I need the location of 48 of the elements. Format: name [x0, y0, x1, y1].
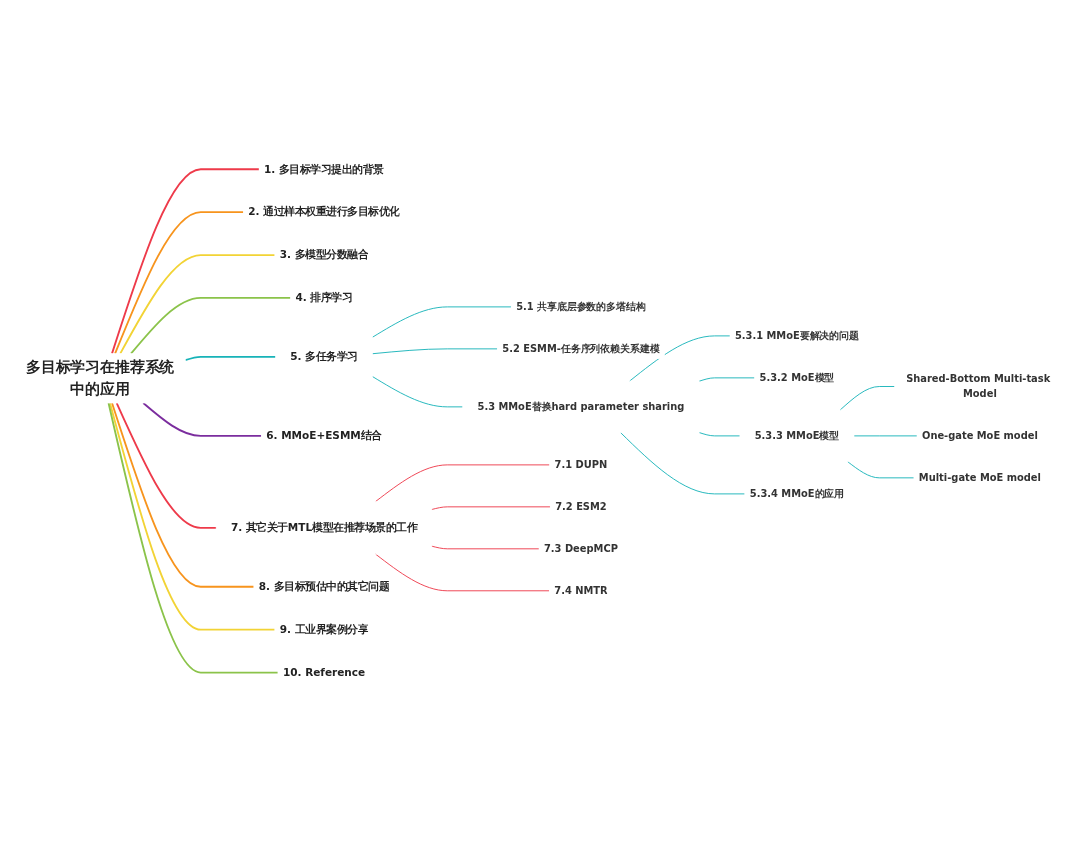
node-text: 7.2 ESM2	[555, 500, 607, 513]
connector	[375, 464, 551, 502]
node-text: 6. MMoE+ESMM结合	[266, 429, 382, 442]
connector	[109, 402, 276, 631]
node-text: 1. 多目标学习提出的背景	[264, 162, 384, 176]
connector	[184, 356, 277, 362]
node-text: Multi-gate MoE model	[918, 471, 1041, 484]
connector	[111, 402, 255, 588]
node-text: Shared-Bottom Multi-task Model	[906, 373, 1051, 400]
connector	[620, 432, 746, 495]
connector	[372, 348, 498, 355]
node-text: 2. 通过样本权重进行多目标优化	[248, 205, 400, 218]
node-text: 5.2 ESMM-任务序列依赖关系建模	[502, 342, 660, 355]
connector	[847, 461, 915, 479]
node-text: 4. 排序学习	[295, 291, 353, 304]
connector	[698, 377, 756, 382]
node-text: 7.3 DeepMCP	[543, 542, 618, 555]
connector	[111, 168, 261, 355]
connector	[130, 297, 292, 355]
node-text: 5.3.4 MMoE的应用	[749, 487, 845, 500]
node-text: 5. 多任务学习	[290, 350, 358, 363]
node-text: 5.3.1 MMoE要解决的问题	[734, 329, 859, 342]
connector	[375, 553, 550, 592]
node-text: 10. Reference	[282, 666, 366, 679]
connector	[431, 506, 551, 511]
node-text: 9. 工业界案例分享	[279, 623, 369, 636]
connector	[698, 432, 741, 437]
connector	[431, 545, 540, 550]
node-text: 5.3 MMoE替换hard parameter sharing	[477, 400, 685, 413]
connector	[115, 402, 218, 529]
connector	[142, 402, 263, 437]
connector	[372, 306, 512, 338]
node-text: 5.1 共享底层参数的多塔结构	[516, 300, 646, 313]
node-text: 多目标学习在推荐系统中的应用	[26, 358, 175, 399]
node-text: 8. 多目标预估中的其它问题	[258, 580, 390, 593]
node-text: 5.3.2 MoE模型	[759, 371, 835, 384]
connector	[119, 254, 276, 355]
connector	[107, 402, 279, 674]
connector	[372, 376, 464, 408]
node-text: 7.4 NMTR	[554, 584, 608, 597]
connector	[839, 386, 896, 411]
node-text: One-gate MoE model	[921, 429, 1038, 442]
connector	[114, 211, 245, 355]
node-text: 3. 多模型分数融合	[279, 248, 369, 261]
node-text: 5.3.3 MMoE模型	[754, 429, 840, 442]
connector	[629, 335, 731, 382]
node-text: 7. 其它关于MTL模型在推荐场景的工作	[230, 521, 418, 534]
node-text: 7.1 DUPN	[554, 458, 608, 471]
